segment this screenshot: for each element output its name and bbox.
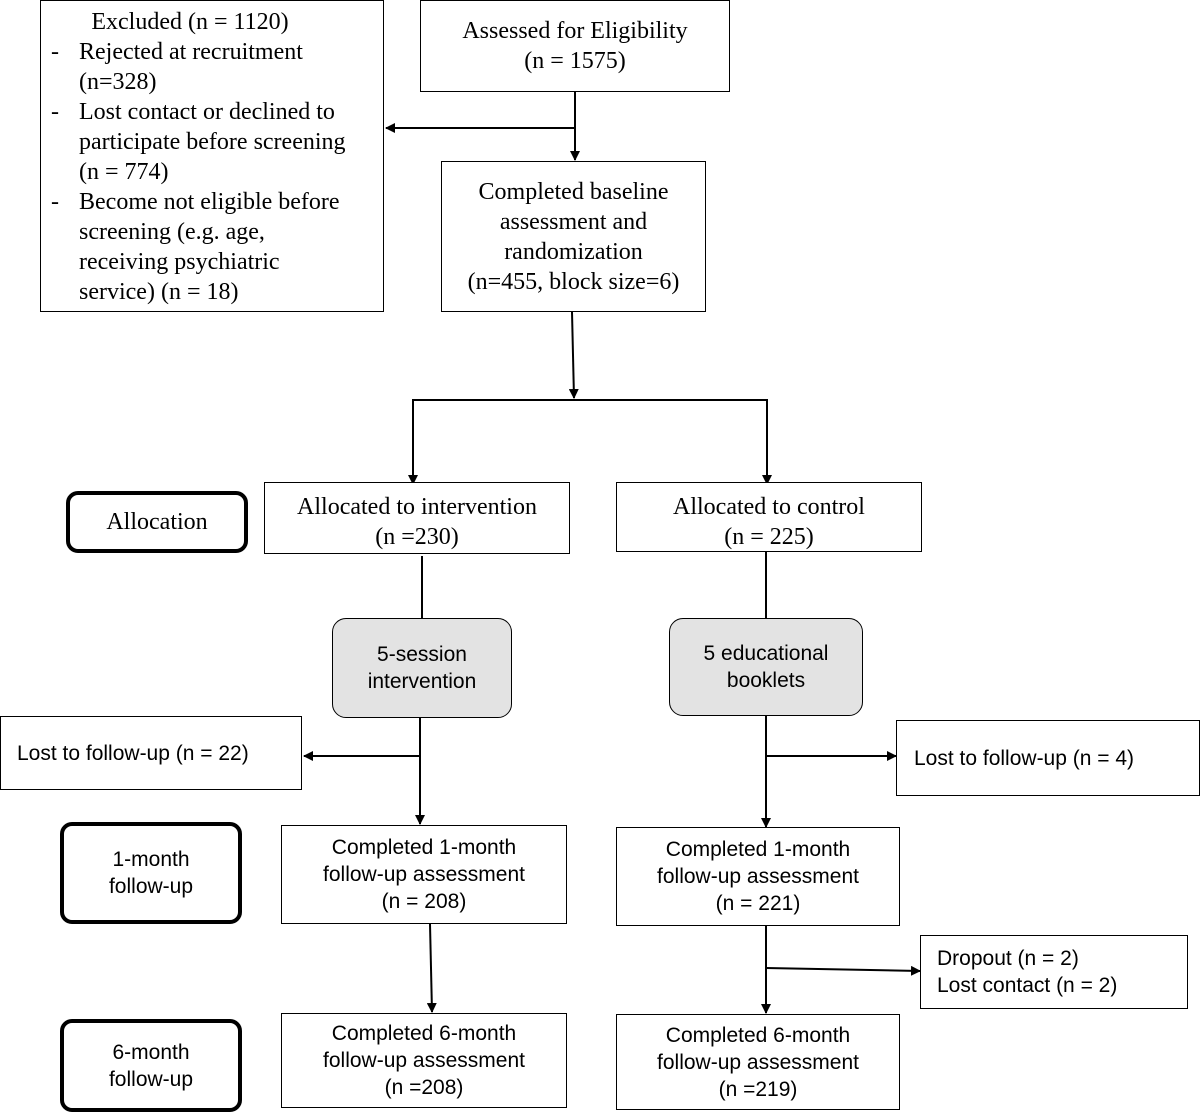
connector-int-1m-to-6m [426, 923, 437, 1013]
control-1-month-count: (n = 221) [715, 892, 801, 915]
control-dropout-box: Dropout (n = 2) Lost contact (n = 2) [920, 935, 1188, 1009]
connector-baseline-down [568, 311, 579, 399]
excluded-item-not-eligible: - Become not eligible before screening (… [51, 189, 340, 305]
intervention-1-month-count: (n = 208) [381, 890, 467, 913]
assessed-box: Assessed for Eligibility (n = 1575) [420, 0, 730, 92]
assessed-label: Assessed for Eligibility [462, 18, 688, 44]
control-6-month-count: (n =219) [718, 1077, 798, 1101]
control-lost-box: Lost to follow-up (n = 4) [896, 720, 1200, 796]
baseline-count: (n=455, block size=6) [467, 268, 680, 295]
assessed-count: (n = 1575) [524, 48, 626, 74]
intervention-lost-box: Lost to follow-up (n = 22) [0, 716, 302, 790]
excluded-item-recruitment: - Rejected at recruitment (n=328) [51, 39, 303, 95]
intervention-1-month-box: Completed 1-month follow-up assessment (… [281, 825, 567, 924]
control-6-month-box: Completed 6-month follow-up assessment (… [616, 1014, 900, 1110]
intervention-treatment-box: 5-session intervention [332, 618, 512, 718]
control-treatment-box: 5 educational booklets [669, 618, 863, 716]
connector-ctl-dropout [765, 965, 921, 976]
allocated-intervention-box: Allocated to intervention (n =230) [264, 482, 570, 554]
excluded-title: Excluded (n = 1120) [91, 9, 289, 35]
intervention-6-month-count: (n =208) [384, 1076, 464, 1099]
stage-allocation: Allocation [66, 491, 248, 553]
baseline-box: Completed baseline assessment and random… [441, 161, 706, 312]
stage-1-month-follow-up: 1-month follow-up [60, 822, 242, 924]
control-1-month-box: Completed 1-month follow-up assessment (… [616, 827, 900, 926]
intervention-6-month-box: Completed 6-month follow-up assessment (… [281, 1013, 567, 1108]
excluded-box: Excluded (n = 1120) - Rejected at recrui… [40, 0, 384, 312]
excluded-item-lost-contact: - Lost contact or declined to participat… [51, 99, 346, 185]
excluded-list: - Rejected at recruitment (n=328) - Lost… [45, 37, 375, 307]
connector-split [412, 399, 768, 484]
allocated-control-box: Allocated to control (n = 225) [616, 482, 922, 552]
stage-6-month-follow-up: 6-month follow-up [60, 1019, 242, 1112]
